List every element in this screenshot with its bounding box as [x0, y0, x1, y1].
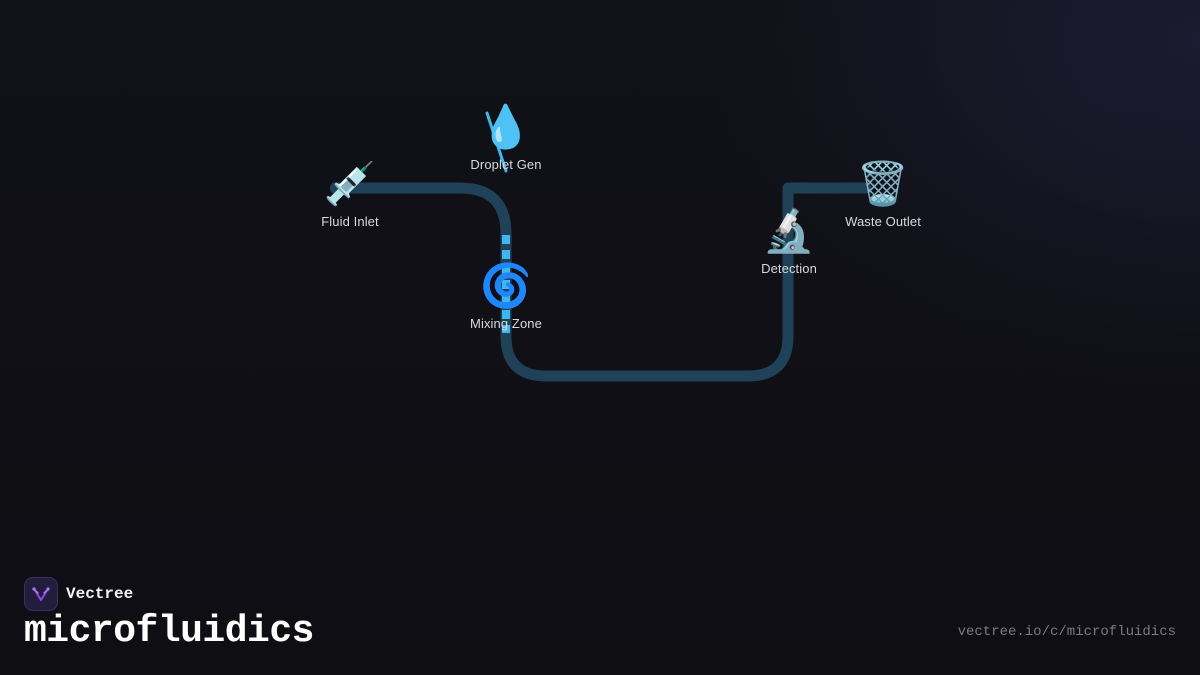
node-droplet-gen[interactable]: 💧 Droplet Gen — [470, 102, 542, 173]
vectree-logo-mark — [32, 587, 50, 601]
node-label: Droplet Gen — [470, 157, 542, 172]
wastebasket-icon: 🗑️ — [856, 159, 910, 208]
page-title: microfluidics — [24, 610, 314, 653]
brand[interactable]: Vectree — [24, 577, 133, 611]
vectree-logo-icon — [24, 577, 58, 611]
microscope-icon: 🔬 — [762, 206, 816, 255]
node-waste-outlet[interactable]: 🗑️ Waste Outlet — [845, 159, 921, 230]
inlet-port — [330, 182, 342, 194]
node-label: Detection — [761, 261, 817, 276]
page-url[interactable]: vectree.io/c/microfluidics — [957, 624, 1176, 640]
node-detection[interactable]: 🔬 Detection — [761, 206, 817, 277]
node-fluid-inlet[interactable]: 💉 Fluid Inlet — [321, 159, 379, 230]
brand-name: Vectree — [66, 585, 134, 603]
node-label: Fluid Inlet — [321, 214, 379, 229]
node-label: Waste Outlet — [845, 214, 921, 229]
node-mixing-zone[interactable]: 🌀 Mixing Zone — [470, 261, 542, 332]
syringe-icon: 💉 — [323, 159, 377, 208]
cyclone-icon: 🌀 — [479, 261, 533, 310]
droplet-icon: 💧 — [479, 102, 533, 151]
microfluidic-channel — [330, 182, 872, 382]
droplet-jet — [485, 111, 508, 173]
node-label: Mixing Zone — [470, 316, 542, 331]
